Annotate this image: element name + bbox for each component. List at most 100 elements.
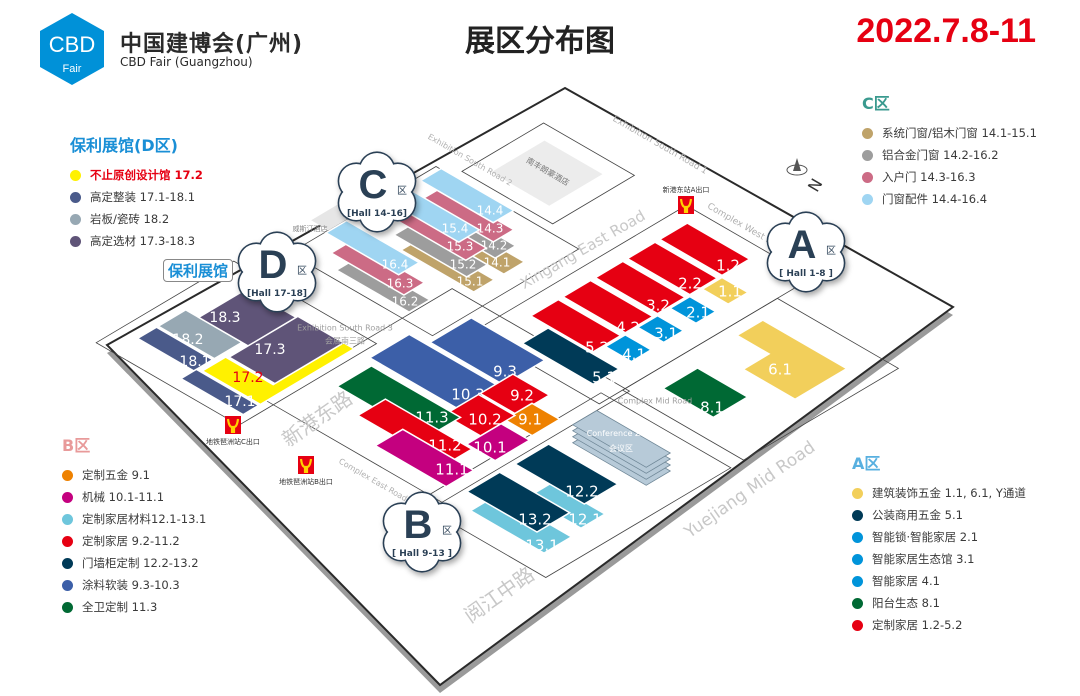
hall-1-1[interactable]: 1.1 (700, 276, 750, 306)
hall-8-1[interactable]: 8.1 (661, 367, 750, 419)
legend-dot-icon (62, 513, 73, 525)
hall-shape[interactable] (604, 333, 653, 363)
legend-item: 定制家居 1.2-5.2 (852, 614, 1026, 636)
legend-dot-icon (852, 619, 863, 631)
hall-12-2[interactable]: 12.2 (513, 443, 620, 505)
road-label: 会展南三路 (325, 336, 365, 346)
hall-1-2[interactable]: 1.2 (658, 222, 752, 277)
metro-icon-glyph (299, 458, 313, 473)
hall-shape[interactable] (561, 279, 655, 334)
conference-slab (571, 410, 672, 468)
hall-shape[interactable] (735, 319, 849, 401)
hall-shape[interactable] (373, 428, 476, 488)
legend-dot-icon (862, 127, 873, 139)
hall-label: 1.2 (716, 257, 740, 275)
hall-shape[interactable] (419, 167, 516, 224)
conference-zone-label-cn: 会议区 (609, 443, 633, 453)
hall-shape[interactable] (593, 260, 687, 315)
metro-exit[interactable]: 新港东站A出口 (663, 185, 710, 214)
hall-17-3[interactable]: 17.3 (227, 315, 350, 387)
legend-label: 铝合金门窗 14.2-16.2 (882, 148, 999, 162)
legend-item: 门窗配件 14.4-16.4 (862, 188, 1037, 210)
metro-exit[interactable]: 地铁琶洲站B出口 (279, 456, 333, 486)
hall-5-2[interactable]: 5.2 (529, 298, 623, 357)
hall-2-1[interactable]: 2.1 (668, 295, 718, 325)
hall-shape[interactable] (179, 368, 261, 416)
legend-dot-icon (62, 491, 73, 503)
legend-item: 公装商用五金 5.1 (852, 504, 1026, 526)
legend-dot-icon (70, 235, 81, 247)
legend-item: 高定选材 17.3-18.3 (70, 230, 203, 252)
legend-label: 智能家居 4.1 (872, 574, 940, 588)
legend-label: 定制家居 1.2-5.2 (872, 618, 963, 632)
hall-shape[interactable] (200, 341, 356, 406)
logo-text: CBD (49, 32, 95, 57)
brand-name-en: CBD Fair (Guangzhou) (120, 55, 253, 69)
hall-10-1[interactable]: 10.1 (465, 422, 532, 462)
metro-icon-glyph (226, 418, 240, 433)
legend-label: 门墙柜定制 12.2-13.2 (82, 556, 199, 570)
legend-title: A区 (852, 454, 881, 473)
hall-13-2[interactable]: 13.2 (465, 471, 572, 533)
hall-17-1[interactable]: 17.1 (179, 368, 261, 416)
logo-subtext: Fair (63, 63, 82, 75)
cloud-fill (349, 164, 405, 220)
hall-11-1[interactable]: 11.1 (373, 428, 476, 488)
legend-item: 全卫定制 11.3 (62, 596, 206, 618)
road-label: Exhibition South Road 3 (297, 324, 393, 333)
legend-dot-icon (70, 191, 81, 203)
zone-suffix: 区 (826, 245, 836, 257)
legend-item: 高定整装 17.1-18.1 (70, 186, 203, 208)
legend-dot-icon (852, 575, 863, 587)
hall-shape[interactable] (658, 222, 752, 277)
hall-shape[interactable] (513, 443, 620, 505)
hall-shape[interactable] (700, 276, 750, 306)
metro-exit-label: 新港东站A出口 (663, 185, 710, 194)
hall-shape[interactable] (520, 327, 621, 386)
hall-shape[interactable] (465, 471, 572, 533)
legend-label: 全卫定制 11.3 (82, 600, 158, 614)
cbd-logo: CBD Fair (40, 13, 104, 85)
hall-4-2[interactable]: 4.2 (561, 279, 655, 337)
hall-shape[interactable] (465, 422, 532, 462)
hall-label: 16.3 (387, 277, 414, 291)
hall-shape[interactable] (324, 219, 421, 276)
hall-shape[interactable] (529, 298, 623, 353)
hotel-building (491, 140, 603, 206)
hall-label: 13.1 (525, 537, 558, 555)
hall-3-1[interactable]: 3.1 (636, 314, 685, 344)
hall-label: 15.4 (442, 222, 469, 236)
hall-shape[interactable] (636, 314, 685, 344)
legend-item: 机械 10.1-11.1 (62, 486, 206, 508)
legend-item: 智能锁·智能家居 2.1 (852, 526, 1026, 548)
hall-16-4[interactable]: 16.4 (324, 219, 421, 276)
hall-shape[interactable] (668, 295, 718, 325)
hall-6-1[interactable]: 6.1 (735, 319, 849, 401)
zone-hall-range: [Hall 17-18] (247, 289, 307, 299)
hall-shape[interactable] (626, 241, 719, 296)
hall-4-1[interactable]: 4.1 (604, 333, 653, 364)
legend-title: C区 (862, 94, 890, 113)
hall-2-2[interactable]: 2.2 (626, 241, 719, 296)
hall-3-2[interactable]: 3.2 (593, 260, 687, 315)
legend-item: 定制五金 9.1 (62, 464, 206, 486)
legend-dot-icon (852, 597, 863, 609)
hall-label: 15.1 (457, 275, 484, 289)
hall-shape[interactable] (661, 367, 750, 419)
hall-label: 2.2 (678, 275, 702, 293)
hall-14-4[interactable]: 14.4 (419, 167, 516, 224)
metro-exit[interactable]: 地铁琶洲站C出口 (206, 416, 260, 446)
hall-17-2[interactable]: 17.2 (200, 341, 356, 406)
legend-dot-icon (70, 213, 81, 225)
hall-5-1[interactable]: 5.1 (520, 327, 621, 387)
hall-label: 6.1 (768, 361, 792, 379)
hall-18-1[interactable]: 18.1 (136, 326, 215, 372)
cloud-fill (249, 244, 305, 300)
hall-14-3[interactable]: 14.3 (419, 186, 516, 243)
compass: N (786, 158, 826, 195)
